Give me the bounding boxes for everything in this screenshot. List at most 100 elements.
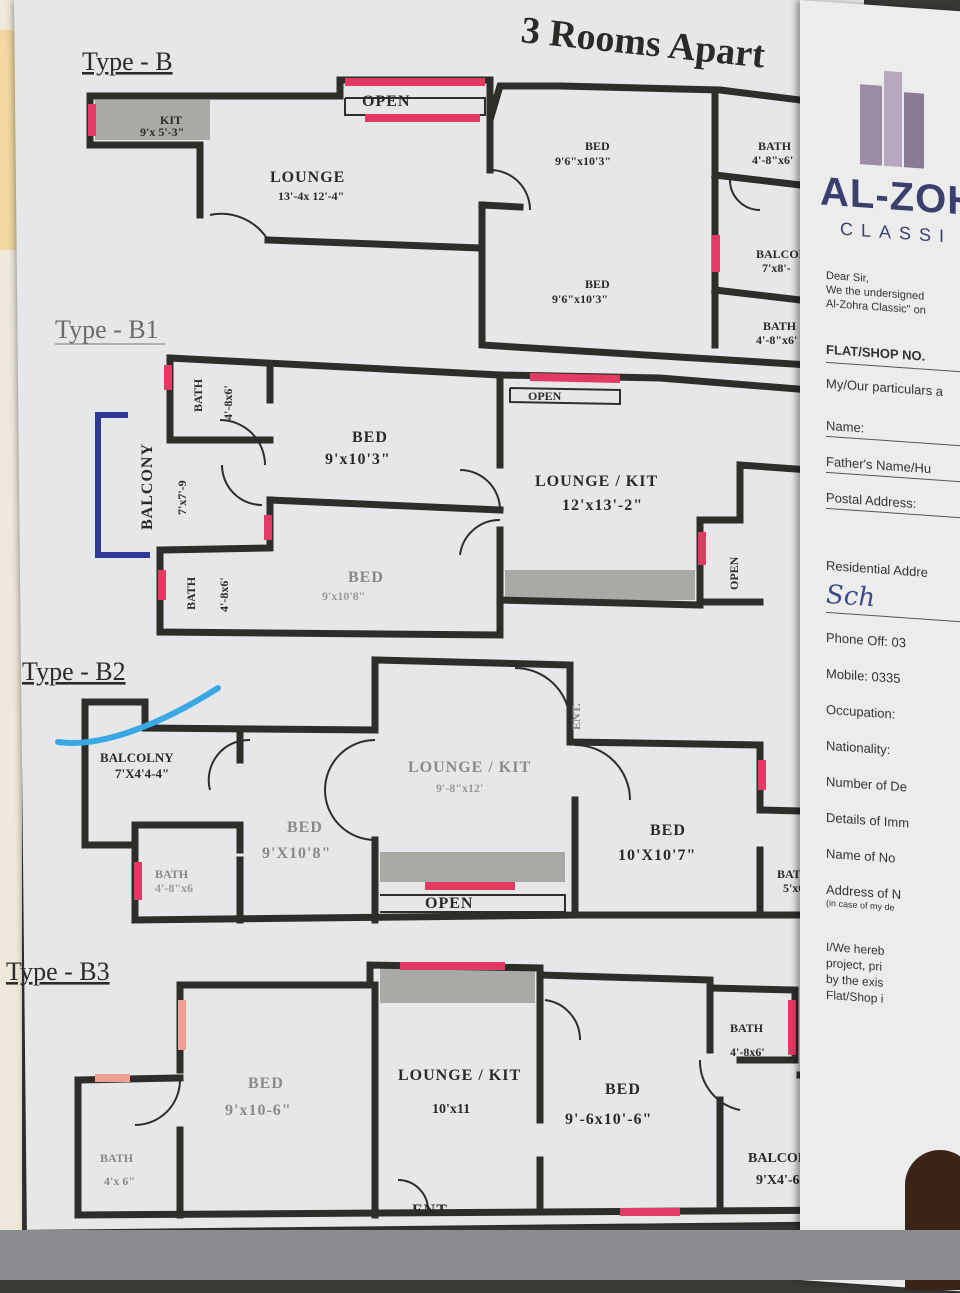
door-swing [323,739,376,841]
form-greeting: Dear Sir, [826,269,869,285]
door-swing [209,212,269,241]
b3-bed1-label: BED [248,1075,284,1092]
residential-line[interactable] [826,611,960,624]
door-swing [489,169,531,211]
door-swing [514,666,571,721]
name-label: Name: [826,417,865,436]
door-swing [459,518,501,556]
b3-bath2-dim: 4'-8x6' [730,1045,765,1059]
kitchen-counter [380,968,535,1003]
brand-name: AL-ZOH [820,169,960,225]
b1-bed1-dim: 9'x10'3" [325,451,391,468]
type-b-label: Type - B [82,47,173,76]
lounge-dim: 13'-4x 12'-4" [278,189,344,203]
bath2-label: BATH [763,319,797,333]
particulars-label: My/Our particulars a [826,375,944,400]
wall [166,354,274,444]
open-frame [380,894,566,913]
door-swing [397,1179,429,1211]
booking-form: AL-ZOH CLASSI Dear Sir, We the undersign… [800,0,960,1293]
balcony-rail [95,412,150,558]
wall [711,286,804,304]
bath2-dim: 4'-8"x6' [756,333,797,347]
wall [166,354,814,394]
door-swing [729,179,761,211]
door-swing [207,738,251,791]
door-swing [219,419,266,466]
door-swing [134,1079,181,1126]
door-swing [459,469,501,511]
door-swing [698,1059,741,1111]
door-swing [544,999,582,1041]
wall [266,496,504,514]
lounge-label: LOUNGE [270,169,345,186]
plan-type-b1: BATH 4'-8x6' BALCONY 7'x7'-9 BED 9'x10'3… [95,354,814,639]
page-heading: 3 Rooms Apart [519,9,767,76]
b2-lounge-label: LOUNGE / KIT [408,759,531,776]
b1-lounge-dim: 12'x13'-2" [562,497,643,514]
wall [81,698,139,849]
kitchen-counter [380,852,565,882]
b3-lounge-label: LOUNGE / KIT [398,1067,521,1084]
wall [478,201,814,369]
b1-bed2-label: BED [348,569,384,586]
details-label: Details of Imm [826,809,910,831]
b2-ent-label: ENT. [569,703,583,730]
wall [264,236,484,252]
number-label: Number of De [826,773,907,795]
wall [711,171,804,189]
balcony-dim: 7'x8'- [762,261,791,275]
bed2-label: BED [585,277,610,291]
para4: Flat/Shop i [826,987,884,1006]
b1-bed1-label: BED [352,429,388,446]
occupation-label: Occupation: [826,701,896,722]
kitchen-counter [95,100,210,140]
b1-balcony-dim: 7'x7'-9 [175,480,189,515]
b3-bed2-label: BED [605,1081,641,1098]
b1-balcony-label: BALCONY [139,443,156,530]
b2-bed2-dim: 10'X10'7" [618,847,696,864]
bath1-label: BATH [758,139,792,153]
b2-lounge-dim: 9'-8"x12' [436,781,483,795]
b2-bed2-label: BED [650,822,686,839]
nationality-label: Nationality: [826,737,891,758]
bath1-dim: 4'-8"x6' [752,153,793,167]
wall [496,461,814,609]
brand-sub: CLASSI [840,218,953,247]
para3: by the exis [826,971,884,990]
b1-bath2-label: BATH [184,576,198,610]
residential-label: Residential Addre [826,557,928,580]
nominee-label: Name of No [826,845,896,866]
b1-bed2-dim: 9'x10'8" [322,589,365,603]
kitchen-counter [505,570,695,600]
open-frame [509,387,621,406]
b3-lounge-dim: 10'x11 [432,1102,470,1117]
divider [826,361,960,374]
b3-ent-label: ENT. [412,1202,452,1219]
b3-bed2-dim: 9'-6x10'-6" [565,1111,652,1128]
open-label: OPEN [362,93,410,110]
building-logo [860,70,924,169]
b2-bath1-dim: 4'-8"x6 [155,881,193,895]
window [529,373,621,383]
b3-bath1-label: BATH [100,1151,134,1165]
b1-lounge-label: LOUNGE / KIT [535,473,658,490]
wall [478,201,524,211]
para2: project, pri [826,955,883,974]
door-swing [221,464,263,506]
phone-label: Phone Off: 03 [826,629,906,651]
name-line[interactable] [826,435,960,448]
b3-bath1-dim: 4'x 6" [104,1174,135,1188]
bed1-label: BED [585,139,610,153]
b2-balcony-label: BALCOLNY [100,750,174,765]
balcony-label: BALCON [756,247,808,261]
b1-open2-label: OPEN [727,556,741,590]
b2-bed1-label: BED [287,819,323,836]
kit-label: KIT [160,113,182,127]
para1: I/We hereb [826,939,885,958]
b1-open1-label: OPEN [528,389,562,403]
bed1-dim: 9'6"x10'3" [555,154,611,168]
handwritten-entry: Sch [826,579,876,614]
wall [131,821,244,854]
